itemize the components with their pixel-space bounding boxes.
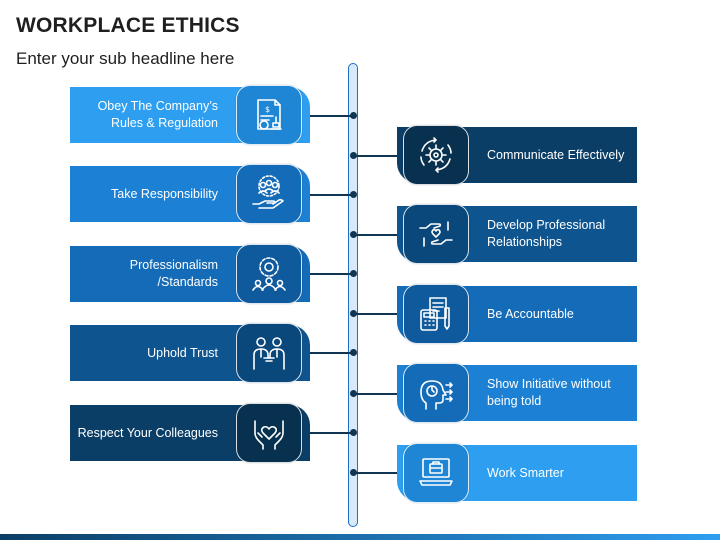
person-gear-icon — [236, 244, 302, 304]
item-label: Communicate Effectively — [487, 147, 625, 162]
item-label: Develop Professional Relationships — [487, 218, 606, 249]
ethics-item-initiative[interactable]: Show Initiative without being told — [397, 363, 637, 423]
item-label: Respect Your Colleagues — [77, 425, 218, 440]
connector-left-4 — [310, 352, 354, 354]
timeline-dot — [350, 349, 357, 356]
connector-left-3 — [310, 273, 354, 275]
gear-cycle-icon — [403, 125, 469, 185]
ethics-item-communicate[interactable]: Communicate Effectively — [397, 125, 637, 185]
connector-right-2 — [354, 234, 397, 236]
timeline-dot — [350, 310, 357, 317]
ethics-item-uphold-trust[interactable]: Uphold Trust — [70, 323, 310, 383]
connector-left-1 — [310, 115, 354, 117]
item-label: Obey The Company’s Rules & Regulation — [97, 99, 218, 130]
team-hand-icon — [236, 164, 302, 224]
timeline-dot — [350, 469, 357, 476]
hands-heart-icon — [236, 403, 302, 463]
hands-heart-exchange-icon — [403, 204, 469, 264]
connector-left-5 — [310, 432, 354, 434]
connector-left-2 — [310, 194, 354, 196]
handshake-people-icon — [236, 323, 302, 383]
item-label: Show Initiative without being told — [487, 377, 611, 408]
item-label: Take Responsibility — [111, 186, 218, 201]
page-subtitle: Enter your sub headline here — [16, 49, 235, 68]
connector-right-3 — [354, 313, 397, 315]
item-label-text: Professionalism /Standards — [129, 258, 218, 289]
item-label: Uphold Trust — [147, 345, 218, 360]
item-label: Professionalism /Standards — [76, 246, 218, 302]
item-label: Be Accountable — [487, 306, 574, 321]
timeline-dot — [350, 270, 357, 277]
svg-text:$: $ — [265, 105, 270, 114]
timeline-dot — [350, 390, 357, 397]
ethics-item-accountable[interactable]: Be Accountable — [397, 284, 637, 344]
timeline-dot — [350, 231, 357, 238]
connector-right-4 — [354, 393, 397, 395]
ethics-item-respect-colleagues[interactable]: Respect Your Colleagues — [70, 403, 310, 463]
timeline-dot — [350, 191, 357, 198]
bottom-accent-bar — [0, 534, 720, 540]
connector-right-1 — [354, 155, 397, 157]
timeline-dot — [350, 152, 357, 159]
connector-right-5 — [354, 472, 397, 474]
calculator-documents-icon — [403, 284, 469, 344]
ethics-item-relationships[interactable]: Develop Professional Relationships — [397, 204, 637, 264]
page-title: WORKPLACE ETHICS — [16, 14, 240, 37]
laptop-briefcase-icon — [403, 443, 469, 503]
ethics-item-work-smarter[interactable]: Work Smarter — [397, 443, 637, 503]
ethics-item-professionalism[interactable]: Professionalism /Standards — [70, 244, 310, 304]
head-idea-icon — [403, 363, 469, 423]
ethics-item-responsibility[interactable]: Take Responsibility — [70, 164, 310, 224]
timeline-dot — [350, 429, 357, 436]
ethics-item-obey-rules[interactable]: Obey The Company’s Rules & Regulation $ — [70, 85, 310, 145]
timeline-spine — [348, 63, 358, 527]
item-label: Work Smarter — [487, 465, 564, 480]
document-stamp-icon: $ — [236, 85, 302, 145]
timeline-dot — [350, 112, 357, 119]
